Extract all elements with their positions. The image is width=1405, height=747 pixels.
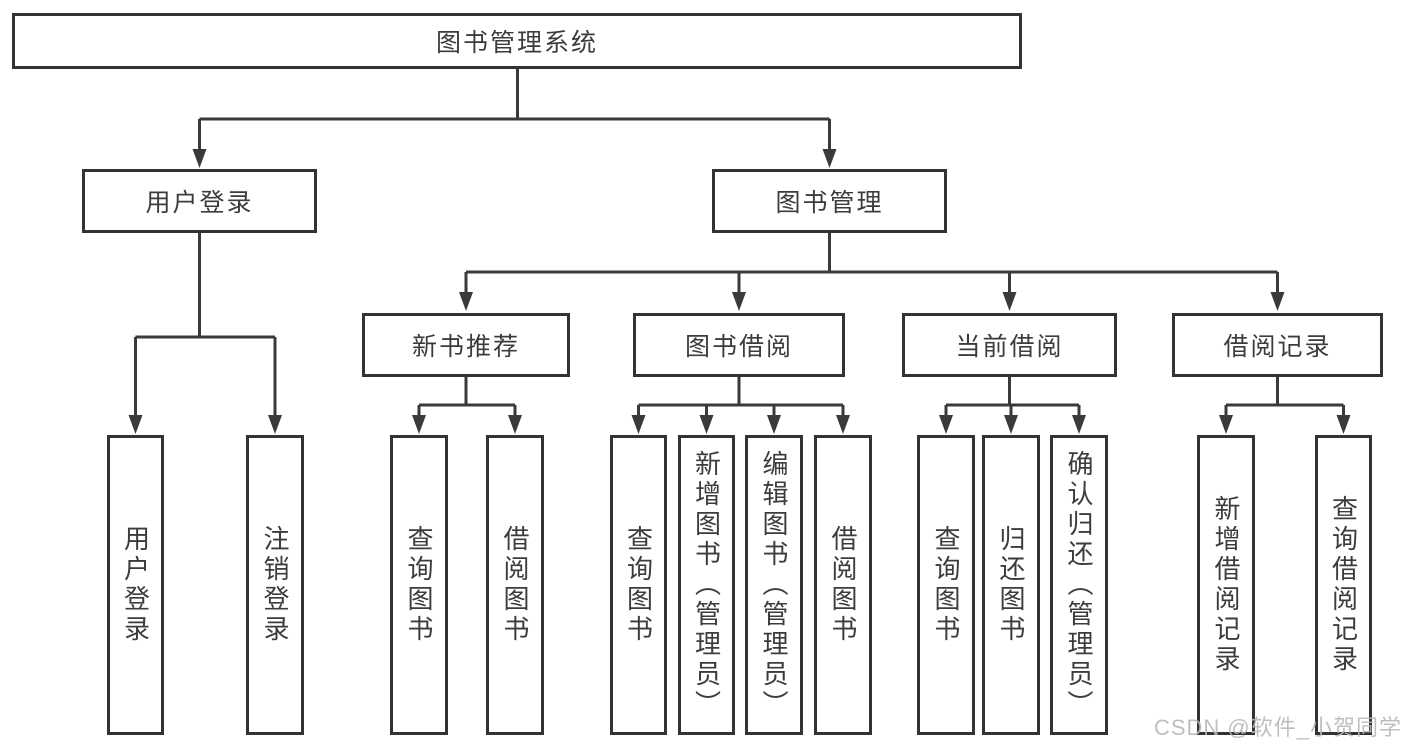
- leaf-logout: 注销登录: [246, 435, 304, 735]
- connector-current-borrow-to-leaves: [944, 377, 1081, 416]
- leaf-query-books-current: 查询图书: [917, 435, 975, 735]
- arrow-down-icon: [1336, 415, 1351, 434]
- arrow-down-icon: [699, 415, 714, 434]
- arrow-down-icon: [268, 415, 282, 434]
- arrow-down-icon: [1219, 415, 1233, 434]
- arrow-down-icon: [822, 149, 837, 168]
- leaf-confirm-return-admin: 确认归还（管理员）: [1050, 435, 1108, 735]
- leaf-borrow-books: 借阅图书: [814, 435, 872, 735]
- node-new-book-recommend: 新书推荐: [362, 313, 570, 377]
- leaf-label: 查询图书: [931, 525, 961, 645]
- leaf-label: 查询图书: [404, 525, 434, 645]
- leaf-edit-books-admin: 编辑图书（管理员）: [745, 435, 803, 735]
- leaf-label: 编辑图书（管理员）: [759, 450, 789, 720]
- leaf-add-borrow-record: 新增借阅记录: [1197, 435, 1255, 735]
- arrow-down-icon: [1072, 415, 1086, 434]
- csdn-watermark: CSDN @软件_小贺同学: [1153, 715, 1402, 740]
- connector-book-mgmt-to-level3: [464, 233, 1279, 293]
- leaf-query-books-recommend: 查询图书: [390, 435, 448, 735]
- leaf-label: 注销登录: [260, 525, 290, 645]
- leaf-query-borrow-record: 查询借阅记录: [1315, 435, 1372, 735]
- node-book-borrowing: 图书借阅: [633, 313, 845, 377]
- arrow-down-icon: [631, 415, 646, 434]
- arrow-down-icon: [508, 415, 522, 434]
- node-borrowing-records: 借阅记录: [1172, 313, 1383, 377]
- leaf-borrow-books-recommend: 借阅图书: [486, 435, 544, 735]
- leaf-label: 查询借阅记录: [1328, 495, 1359, 675]
- connector-new-book-to-leaves: [417, 377, 517, 416]
- leaf-return-books: 归还图书: [982, 435, 1040, 735]
- arrow-down-icon: [1002, 292, 1017, 311]
- connector-book-borrow-to-leaves: [637, 377, 845, 416]
- arrow-down-icon: [939, 415, 953, 434]
- leaf-label: 借阅图书: [500, 525, 530, 645]
- arrow-down-icon: [1004, 415, 1018, 434]
- node-root-library-system: 图书管理系统: [12, 13, 1022, 69]
- leaf-label: 用户登录: [120, 525, 151, 645]
- leaf-label: 新增图书（管理员）: [691, 450, 722, 720]
- connector-user-login-to-leaves: [134, 233, 277, 416]
- arrow-down-icon: [1270, 292, 1285, 311]
- leaf-user-login: 用户登录: [107, 435, 164, 735]
- connector-borrow-record-to-leaves: [1224, 377, 1345, 416]
- arrow-down-icon: [836, 415, 850, 434]
- arrow-down-icon: [412, 415, 426, 434]
- arrow-down-icon: [767, 415, 781, 434]
- node-user-login: 用户登录: [82, 169, 317, 233]
- node-book-management: 图书管理: [712, 169, 947, 233]
- arrow-down-icon: [192, 149, 207, 168]
- node-current-borrowing: 当前借阅: [902, 313, 1117, 377]
- arrow-down-icon: [128, 415, 143, 434]
- leaf-label: 确认归还（管理员）: [1064, 450, 1094, 720]
- connector-root-to-level2: [198, 68, 831, 150]
- leaf-add-books-admin: 新增图书（管理员）: [678, 435, 735, 735]
- arrow-down-icon: [732, 292, 746, 311]
- leaf-label: 查询图书: [623, 525, 654, 645]
- leaf-label: 借阅图书: [828, 525, 858, 645]
- arrow-down-icon: [459, 292, 473, 311]
- leaf-label: 新增借阅记录: [1211, 495, 1241, 675]
- arrowheads: [128, 149, 1351, 434]
- leaf-query-books-borrow: 查询图书: [610, 435, 667, 735]
- leaf-label: 归还图书: [996, 525, 1026, 645]
